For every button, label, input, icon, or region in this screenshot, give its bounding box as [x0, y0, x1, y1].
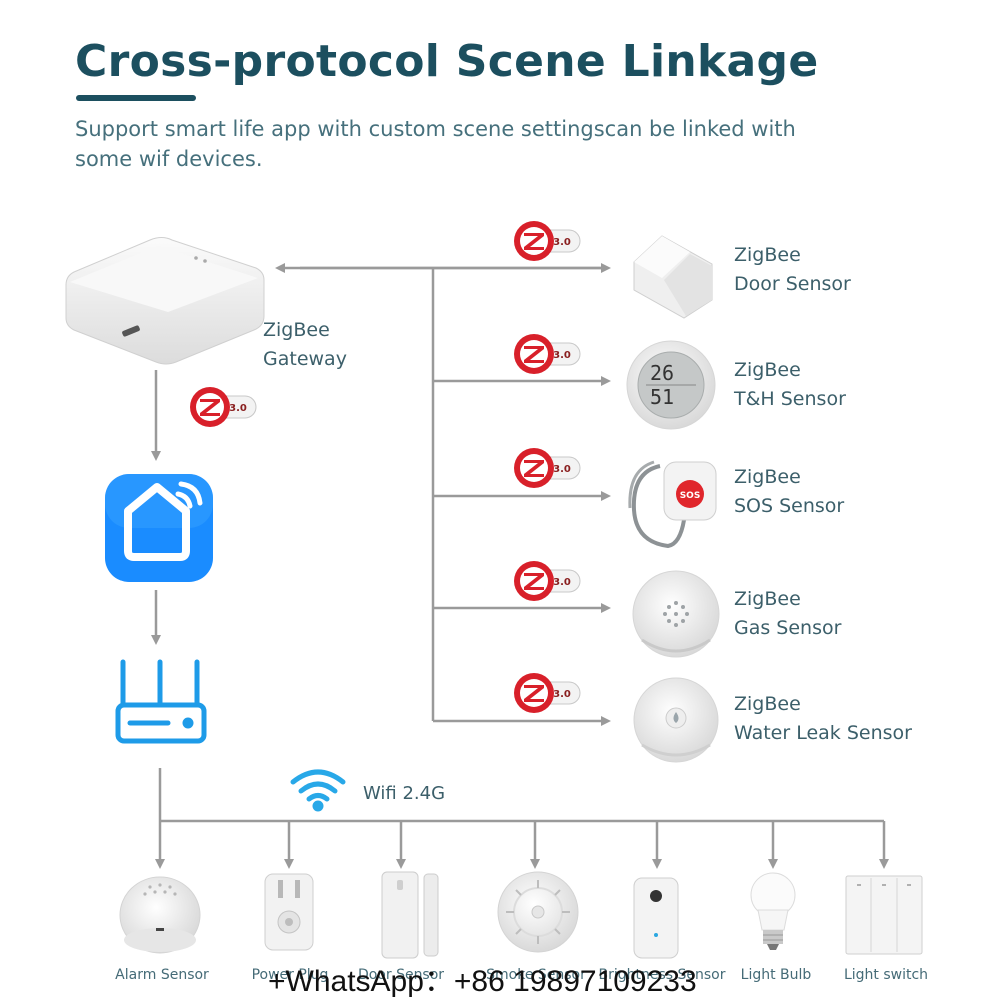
sos-text: SOS	[680, 491, 701, 501]
gateway-label: ZigBee Gateway	[263, 319, 347, 370]
power-plug-icon	[264, 873, 314, 951]
light-switch-icon	[845, 875, 923, 955]
zigbee-badge-icon	[513, 447, 581, 489]
smart-life-app-icon	[105, 474, 213, 582]
wifi-device-label: Light switch	[843, 967, 929, 983]
page-title: Cross-protocol Scene Linkage	[75, 36, 819, 87]
light-bulb-icon	[750, 872, 796, 950]
zigbee-arrows	[151, 263, 889, 869]
wifi-device-label: Smoke Sensor	[486, 967, 586, 983]
temperature-humidity-sensor-icon: 26 51	[626, 340, 716, 430]
zigbee-device-label: ZigBee SOS Sensor	[734, 466, 845, 517]
temperature-reading: 26	[650, 361, 674, 385]
zigbee-badge-icon	[513, 672, 581, 714]
page-subtitle: Support smart life app with custom scene…	[75, 117, 796, 171]
whatsapp-watermark: +WhatsApp：+86 19897109233	[268, 965, 697, 998]
zigbee-device-label: ZigBee Door Sensor	[734, 244, 851, 295]
alarm-siren-icon	[119, 876, 201, 954]
sos-button-icon: SOS	[628, 460, 717, 549]
wifi-device-label: Light Bulb	[740, 967, 812, 983]
wifi-label: Wifi 2.4G	[363, 783, 446, 804]
zigbee-badge-icon	[513, 560, 581, 602]
wifi-device-label: Door Sensor	[357, 967, 445, 983]
brightness-sensor-icon	[633, 877, 679, 959]
wifi-device-label: Power Plug	[251, 967, 329, 983]
humidity-reading: 51	[650, 385, 674, 409]
gas-sensor-icon	[632, 570, 720, 658]
smoke-sensor-icon	[497, 871, 579, 953]
zigbee-device-label: ZigBee Gas Sensor	[734, 588, 842, 639]
zigbee-badge-icon	[189, 386, 257, 428]
door-sensor-icon	[633, 235, 713, 319]
zigbee-device-label: ZigBee T&H Sensor	[734, 359, 846, 410]
zigbee-badge-icon	[513, 333, 581, 375]
wifi-icon	[290, 769, 346, 812]
wifi-door-sensor-icon	[381, 871, 439, 959]
water-leak-sensor-icon	[633, 677, 719, 763]
wifi-device-label: Alarm Sensor	[115, 967, 209, 983]
zigbee-gateway-icon	[65, 237, 265, 365]
wifi-device-label: Brightness Sensor	[598, 967, 726, 983]
wifi-router-icon	[115, 659, 207, 744]
title-underline	[76, 95, 196, 101]
zigbee-badge-icon	[513, 220, 581, 262]
zigbee-device-label: ZigBee Water Leak Sensor	[734, 693, 912, 744]
